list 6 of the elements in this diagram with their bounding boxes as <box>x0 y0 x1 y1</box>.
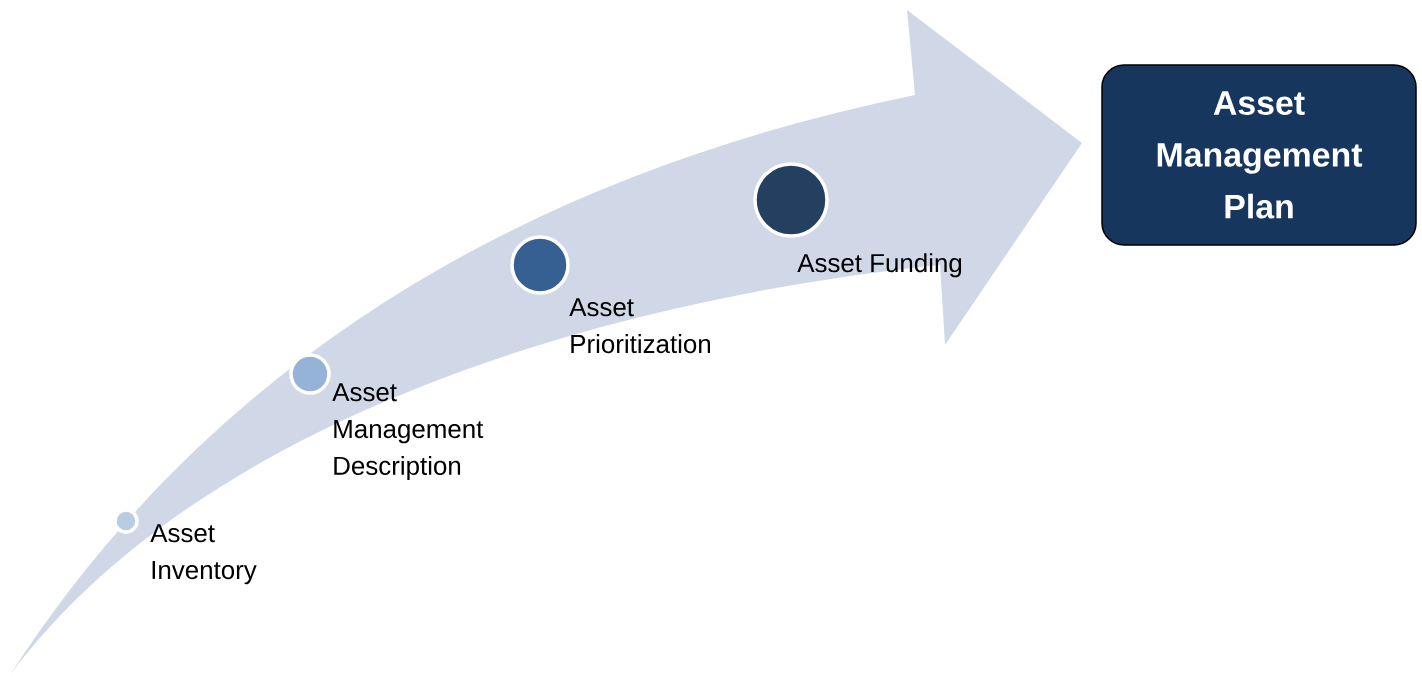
step-label: Asset Management Description <box>332 383 484 481</box>
step-label: Asset Prioritization <box>569 298 710 354</box>
step-label: Asset Inventory <box>150 524 257 585</box>
process-box: Asset Management Plan <box>1101 64 1417 246</box>
step-label: Asset Funding <box>797 253 962 278</box>
curved-arrow <box>10 10 1082 675</box>
